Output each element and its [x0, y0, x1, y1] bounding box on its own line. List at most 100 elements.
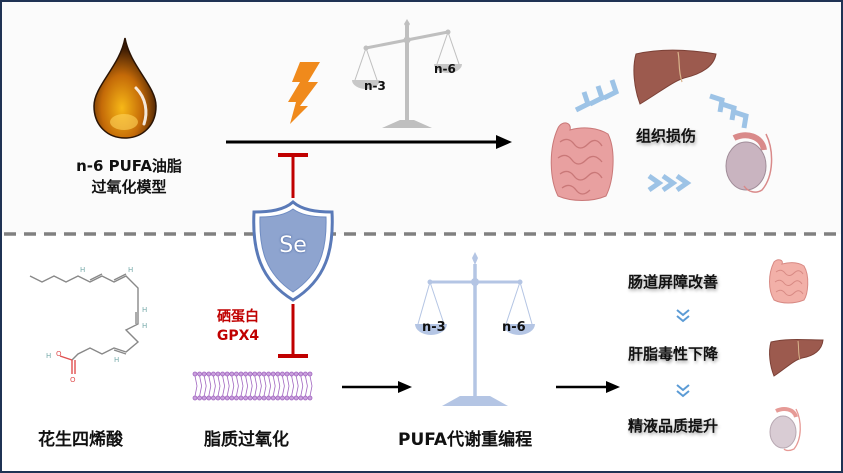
intestine-icon — [769, 259, 809, 304]
lipid-tail — [222, 385, 225, 397]
lipid-tail — [259, 385, 262, 397]
arrow-to-reprogram — [342, 381, 412, 393]
lipid-head — [197, 395, 202, 401]
lipid-tail — [272, 385, 276, 397]
lipid-head — [215, 395, 221, 401]
lipid-tail — [295, 385, 299, 397]
lipid-head — [266, 371, 271, 377]
lipid-head — [261, 371, 267, 377]
scale-base — [382, 120, 432, 128]
testis-icon — [725, 132, 773, 193]
scale-pan-right — [503, 324, 535, 335]
lipid-tail — [236, 375, 239, 387]
lipid-tail — [199, 385, 202, 397]
lipid-tail — [286, 385, 290, 397]
lipid-tail — [208, 385, 212, 397]
tissue-damage-label: 组织损伤 — [636, 127, 697, 145]
double-chevron-down-icon — [676, 309, 690, 323]
double-chevron-down-icon — [676, 384, 690, 398]
lightning-bolt-icon — [288, 62, 320, 124]
hydrogen-atom: H — [128, 266, 133, 274]
lipid-tail — [268, 385, 271, 397]
lipid-tail — [245, 385, 248, 397]
scale-pan-left — [415, 324, 447, 335]
lipid-head — [280, 371, 285, 377]
lipid-tail — [249, 385, 253, 397]
lipid-head — [192, 395, 198, 401]
lipid-tail — [263, 375, 267, 387]
lipid-head — [289, 395, 294, 401]
lipid-head — [210, 371, 216, 377]
lipid-head — [243, 395, 248, 401]
top-scale-left-label: n-3 — [364, 79, 386, 93]
arachidonic-acid-structure: O O H H H H H H — [29, 266, 147, 384]
lipid-head — [303, 371, 308, 377]
arrow-to-outcomes — [556, 381, 620, 393]
lipid-head — [289, 371, 294, 377]
bottom-balance-scale — [415, 252, 535, 406]
lipid-tail — [226, 375, 230, 387]
lipid-tail — [282, 385, 285, 397]
lipid-head — [192, 371, 198, 377]
lipid-head — [284, 395, 290, 401]
lipid-tail — [222, 375, 225, 387]
lipid-head — [229, 395, 235, 401]
top-arrow — [226, 135, 512, 149]
model-label-line1: n-6 PUFA油脂 — [76, 157, 182, 175]
lipid-tail — [217, 385, 221, 397]
lipid-head — [270, 395, 276, 401]
liver-icon — [633, 49, 717, 105]
lipid-tail — [199, 375, 202, 387]
lipid-tail — [194, 375, 198, 387]
lipid-head — [234, 395, 239, 401]
lipid-head — [252, 371, 258, 377]
shield-label: Se — [279, 233, 307, 258]
scale-pan-left — [352, 80, 380, 89]
lipid-head — [298, 395, 304, 401]
lipid-tail — [245, 375, 248, 387]
lipid-head — [261, 395, 267, 401]
lipid-head — [220, 371, 226, 377]
lipid-tail — [231, 375, 235, 387]
lipid-head — [210, 395, 216, 401]
lipid-tail — [305, 375, 308, 387]
lipid-tail — [213, 385, 216, 397]
outcome-liver-lipotoxicity: 肝脂毒性下降 — [628, 345, 719, 363]
lipid-tail — [240, 375, 244, 387]
top-scale-right-label: n-6 — [434, 62, 456, 76]
lipid-tail — [254, 385, 258, 397]
gpx4-label-line1: 硒蛋白 — [217, 309, 259, 325]
lipid-head — [275, 371, 281, 377]
lipid-tail — [231, 385, 235, 397]
gpx4-label-line2: GPX4 — [216, 328, 260, 344]
inhibition-bar-top — [278, 153, 308, 198]
bottom-scale-right-label: n-6 — [502, 320, 526, 335]
lipid-tail — [203, 375, 207, 387]
hydrogen-atom: H — [80, 266, 85, 274]
lipid-tail — [194, 385, 198, 397]
lipid-tail — [277, 375, 281, 387]
lipid-tail — [263, 385, 267, 397]
lipid-tail — [300, 385, 304, 397]
model-label: n-6 PUFA油脂 过氧化模型 — [54, 156, 204, 198]
outcome-semen-quality: 精液品质提升 — [628, 417, 719, 435]
lipid-tail — [286, 375, 290, 387]
scale-pan-right — [434, 64, 462, 73]
lipid-tail — [291, 385, 294, 397]
lipid-head — [247, 395, 253, 401]
arachidonic-acid-label: 花生四烯酸 — [38, 430, 123, 450]
hydrogen-atom: H — [142, 306, 147, 314]
lipid-head — [247, 371, 253, 377]
lipid-bilayer-icon — [192, 371, 313, 401]
lipid-tail — [300, 375, 304, 387]
intestine-icon — [550, 122, 614, 201]
chevron-arrows-icon — [574, 79, 620, 113]
inhibition-bar-bottom — [278, 304, 308, 358]
lipid-head — [257, 395, 262, 401]
lipid-tail — [249, 375, 253, 387]
lipid-head — [201, 395, 207, 401]
testis-icon — [769, 407, 801, 452]
section-divider — [4, 232, 841, 236]
lipid-head — [293, 395, 299, 401]
